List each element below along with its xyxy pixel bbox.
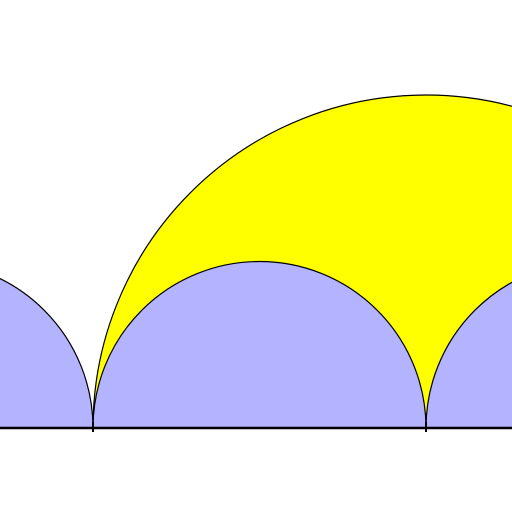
middle-lavender-arc (92, 260, 427, 429)
left-lavender-arc (0, 278, 94, 429)
right-lavender-arc (425, 281, 512, 429)
